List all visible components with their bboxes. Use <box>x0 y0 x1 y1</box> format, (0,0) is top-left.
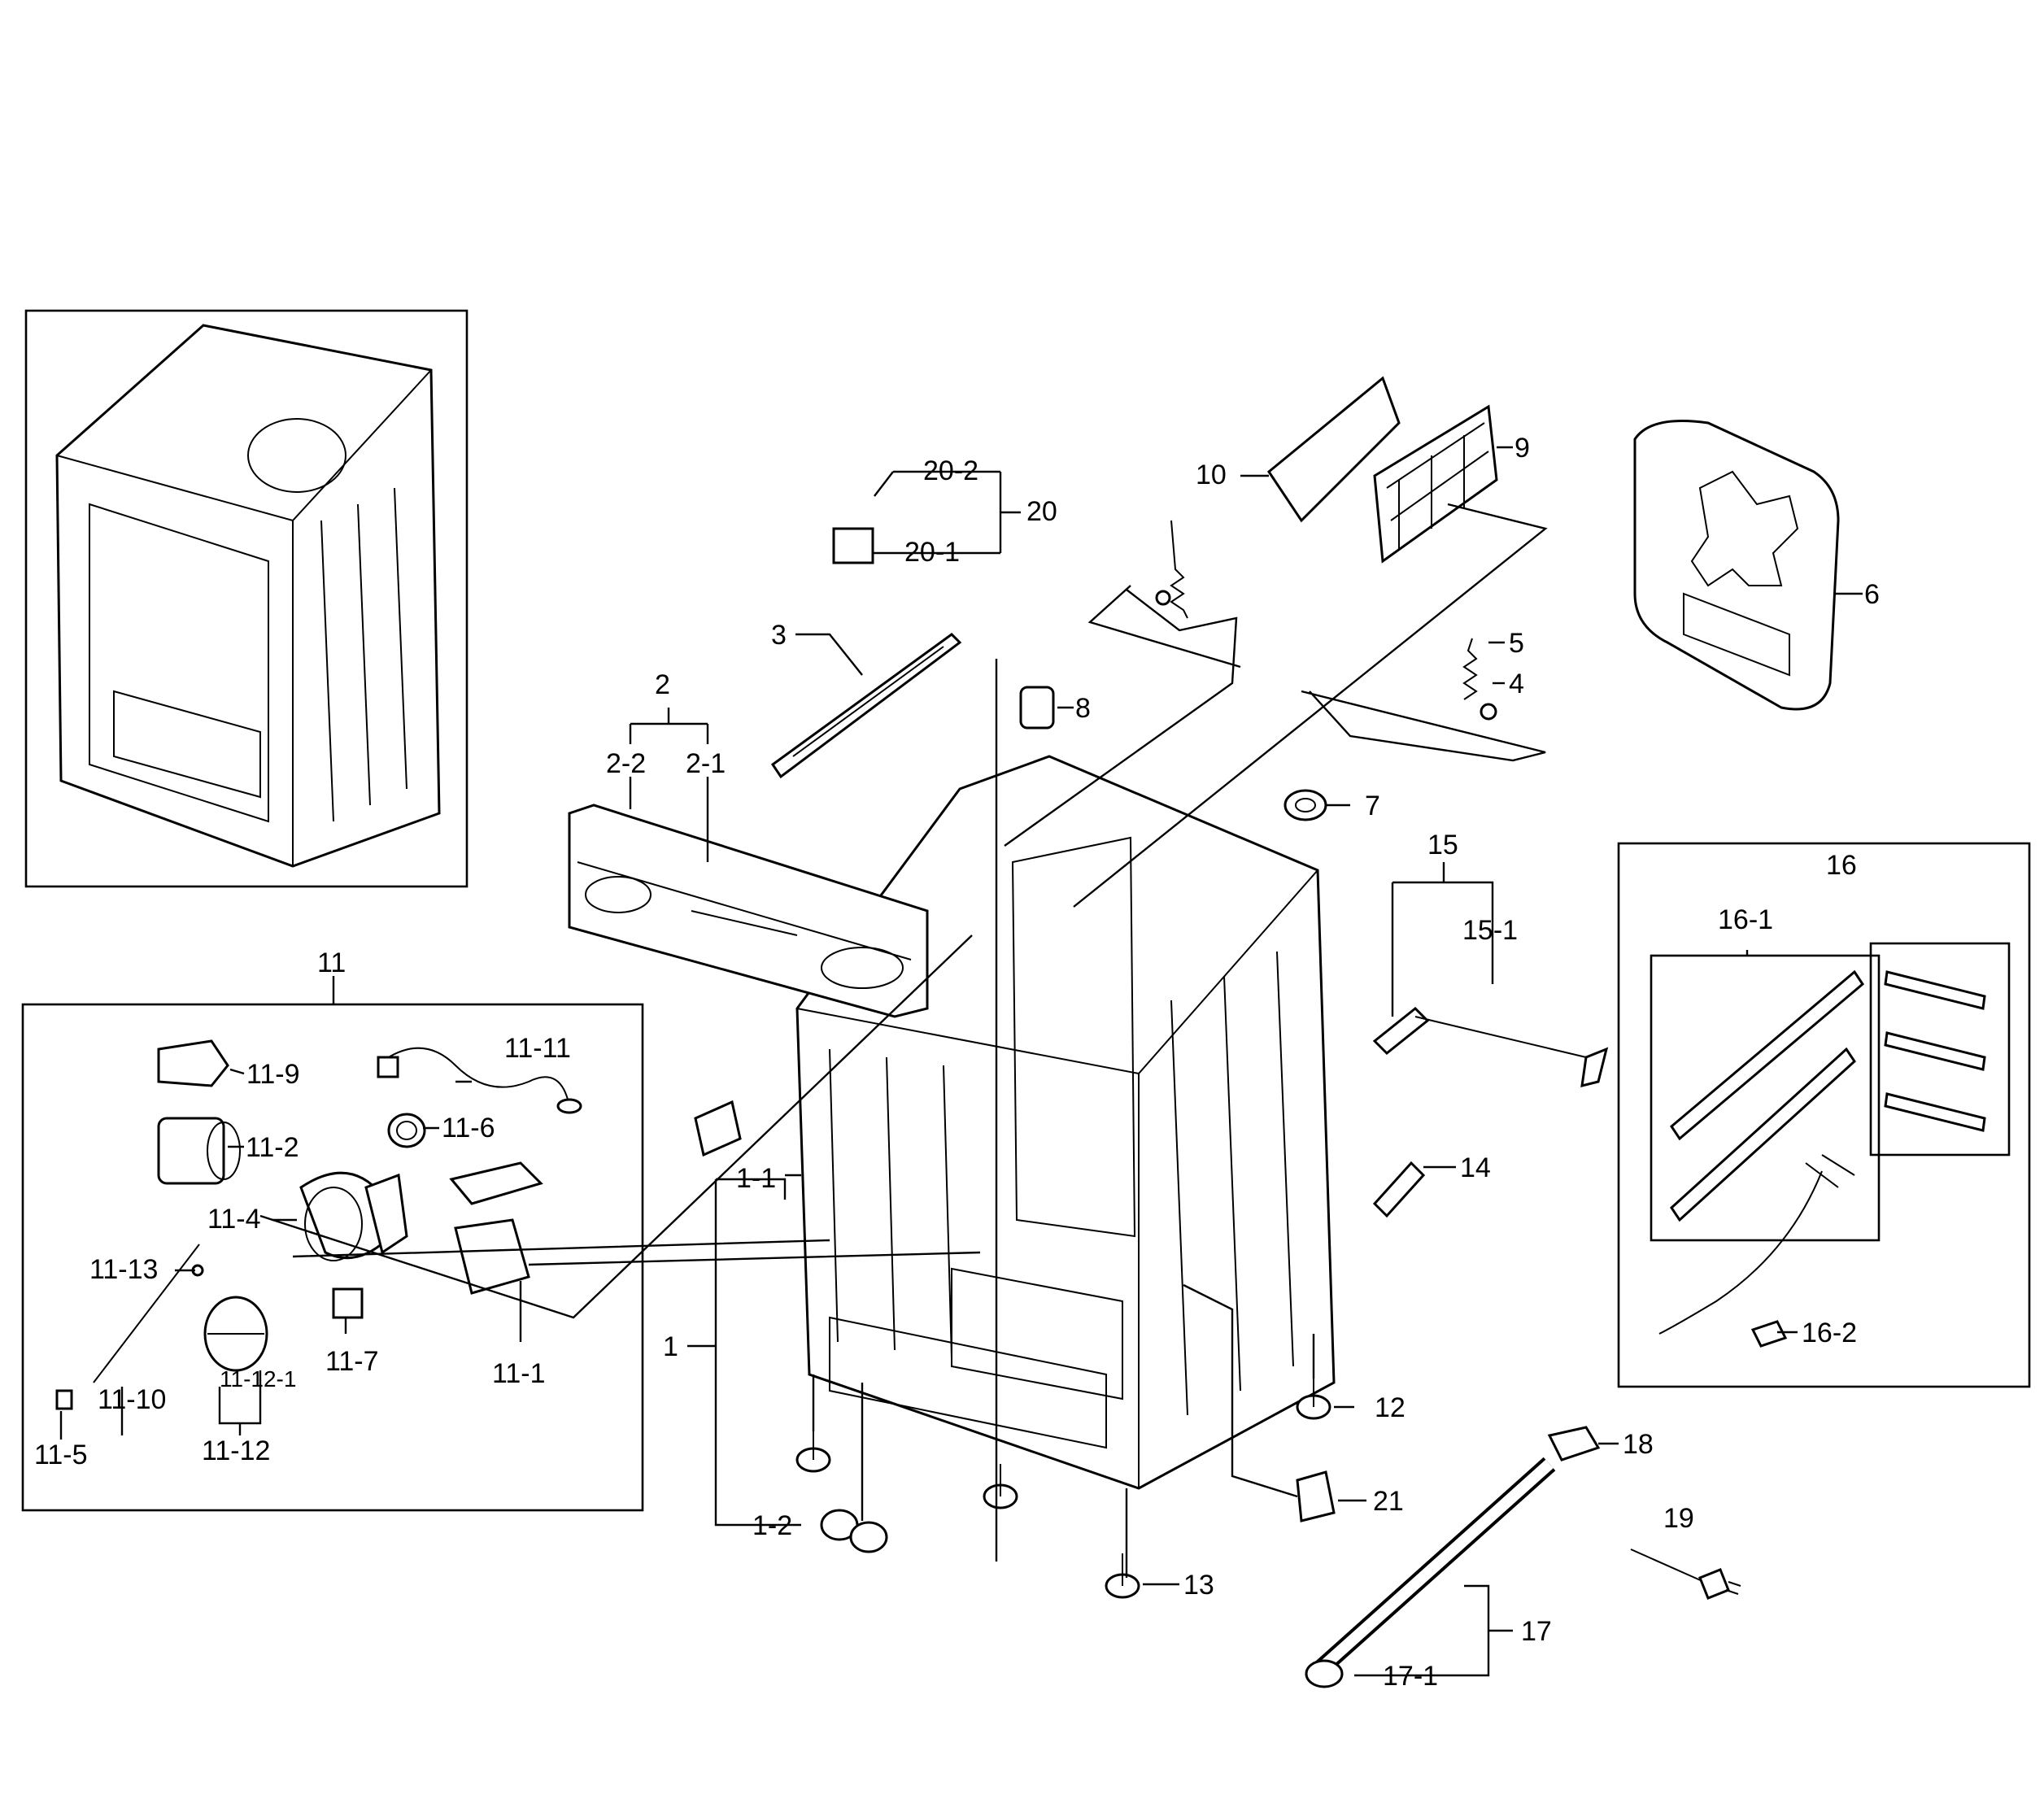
assembled-cabinet-inset <box>24 309 469 888</box>
label-11-1: 11-1 <box>492 1358 546 1389</box>
label-11-6: 11-6 <box>442 1113 495 1143</box>
label-17: 17 <box>1521 1616 1552 1647</box>
top-bracket <box>770 633 962 779</box>
label-20-1: 20-1 <box>904 537 960 568</box>
label-12: 12 <box>1375 1392 1406 1423</box>
leveling-legs <box>795 1379 1331 1599</box>
misc-small-parts <box>694 1006 1609 1522</box>
seal-ring <box>1283 789 1327 821</box>
label-5: 5 <box>1509 628 1524 659</box>
label-11-7: 11-7 <box>325 1346 379 1377</box>
label-1-2: 1-2 <box>752 1510 792 1541</box>
label-7: 7 <box>1365 791 1380 821</box>
label-11-2: 11-2 <box>246 1132 299 1163</box>
label-20: 20 <box>1026 496 1057 527</box>
label-10: 10 <box>1196 460 1227 490</box>
label-13: 13 <box>1183 1570 1214 1601</box>
label-11-4: 11-4 <box>207 1204 261 1235</box>
damper-part <box>1019 686 1055 730</box>
label-9: 9 <box>1514 433 1530 464</box>
label-11-5: 11-5 <box>34 1440 88 1470</box>
springs <box>1155 520 1497 721</box>
label-18: 18 <box>1623 1429 1654 1460</box>
control-panel-frame <box>568 804 929 1018</box>
label-1-1: 1-1 <box>736 1163 776 1194</box>
label-16-2: 16-2 <box>1802 1318 1857 1348</box>
back-panel <box>1633 420 1840 711</box>
label-15-1: 15-1 <box>1462 915 1518 946</box>
label-15: 15 <box>1427 830 1458 860</box>
wiring-harness-group <box>1617 842 2031 1388</box>
label-4: 4 <box>1509 669 1524 699</box>
label-14: 14 <box>1460 1152 1491 1183</box>
callout-labels: 20-2 20 20-1 10 9 6 5 4 3 8 2 2-2 2-1 7 … <box>34 433 1880 1692</box>
label-20-2: 20-2 <box>923 455 978 486</box>
label-11-12-1: 11-12-1 <box>220 1366 296 1392</box>
label-2-2: 2-2 <box>606 748 646 779</box>
label-1: 1 <box>663 1331 678 1362</box>
label-11: 11 <box>317 947 346 978</box>
label-3: 3 <box>771 620 787 651</box>
label-6: 6 <box>1864 579 1880 610</box>
label-11-12: 11-12 <box>202 1435 270 1466</box>
label-2-1: 2-1 <box>686 748 726 779</box>
label-8: 8 <box>1075 693 1091 724</box>
label-11-10: 11-10 <box>98 1384 166 1415</box>
label-11-13: 11-13 <box>89 1254 158 1285</box>
leader-lines <box>59 446 1863 1677</box>
filter-parts <box>832 376 1498 564</box>
label-16-1: 16-1 <box>1718 904 1773 935</box>
label-11-9: 11-9 <box>246 1059 300 1090</box>
label-21: 21 <box>1373 1486 1404 1517</box>
label-17-1: 17-1 <box>1383 1661 1438 1692</box>
label-16: 16 <box>1826 850 1857 881</box>
hose-and-cord <box>1305 1426 1741 1688</box>
label-11-11: 11-11 <box>504 1033 571 1064</box>
label-2: 2 <box>655 669 670 700</box>
label-19: 19 <box>1663 1503 1694 1534</box>
cabinet-assembly <box>795 755 1336 1490</box>
